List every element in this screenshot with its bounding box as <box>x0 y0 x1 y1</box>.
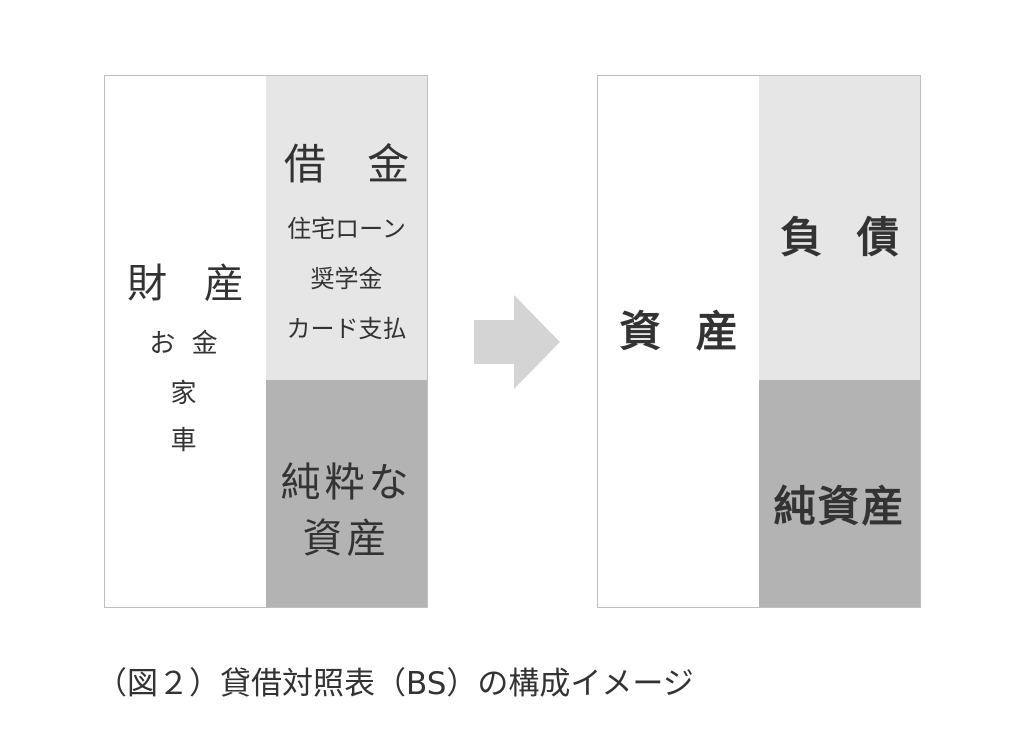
debt-item-mortgage: 住宅ローン <box>287 215 406 243</box>
bs-assets-column: 資 産 <box>598 76 759 607</box>
property-item-car: 車 <box>170 426 201 456</box>
debt-item-card-payment: カード支払 <box>286 315 407 343</box>
property-item-money: お 金 <box>149 329 222 359</box>
figure-caption: （図２）貸借対照表（BS）の構成イメージ <box>96 666 694 702</box>
pure-assets-line-1: 純粋な <box>280 460 413 506</box>
bs-net-assets-label: 純資産 <box>773 482 906 531</box>
balance-sheet-panel: 資 産 負 債 純資産 <box>597 75 921 608</box>
bs-liabilities-label: 負 債 <box>780 213 909 262</box>
personal-finance-panel: 財 産 お 金 家 車 借 金 住宅ローン 奨学金 カード支払 純粋な 資産 <box>104 75 428 608</box>
pure-assets-line-2: 資産 <box>302 516 391 562</box>
debt-title: 借 金 <box>283 140 424 189</box>
arrow-shape <box>474 295 560 389</box>
pure-assets-block: 純粋な 資産 <box>266 380 427 607</box>
property-column: 財 産 お 金 家 車 <box>105 76 266 607</box>
property-title: 財 産 <box>127 261 256 307</box>
right-arrow-icon <box>474 295 560 389</box>
bs-liabilities-block: 負 債 <box>759 76 920 380</box>
bs-assets-label: 資 産 <box>619 307 748 356</box>
debt-item-student-loan: 奨学金 <box>310 265 383 293</box>
debt-block: 借 金 住宅ローン 奨学金 カード支払 <box>266 76 427 380</box>
bs-net-assets-block: 純資産 <box>759 380 920 607</box>
property-item-house: 家 <box>170 379 201 409</box>
